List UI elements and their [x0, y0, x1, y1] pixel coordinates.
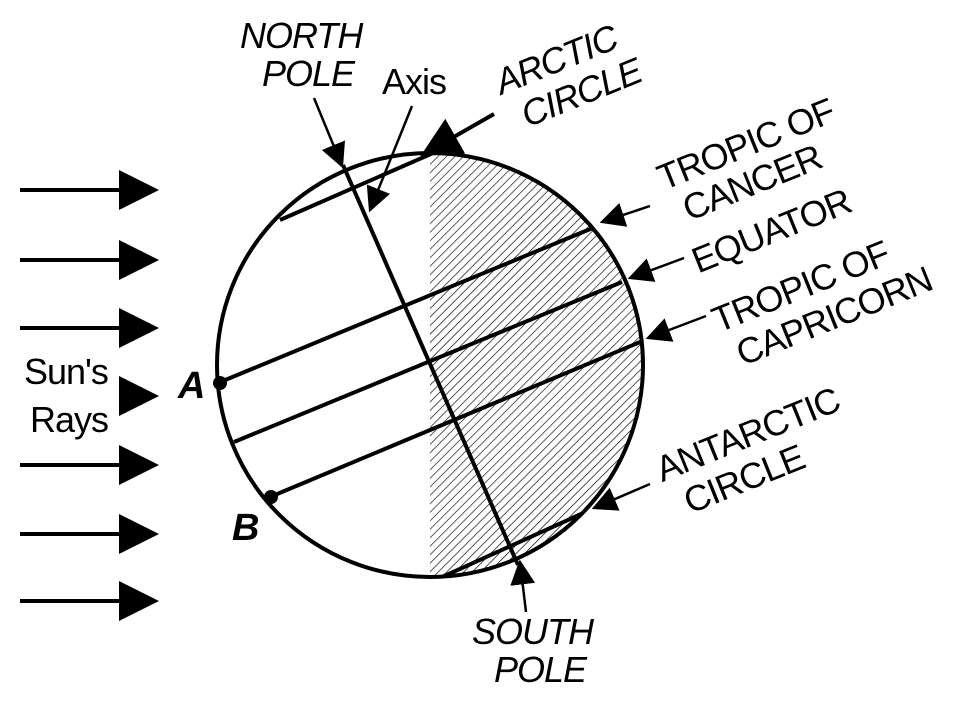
antarctic-circle-line — [439, 508, 591, 577]
tropic-of-cancer-line — [217, 223, 601, 385]
sun-rays — [20, 170, 159, 621]
sun-rays-label-line2: Rays — [30, 399, 108, 440]
south-pole-pointer — [510, 559, 536, 613]
axis-pointer — [366, 105, 414, 213]
tropic-of-capricorn-pointer — [645, 314, 707, 342]
point-b-label: B — [232, 507, 259, 549]
point-a-label: A — [177, 365, 204, 407]
south-pole-label-line2: POLE — [494, 649, 588, 690]
axis-label: Axis — [382, 61, 446, 102]
point-a-dot — [213, 376, 227, 390]
sun-rays-label-line1: Sun's — [24, 351, 108, 392]
north-pole-pointer — [312, 97, 345, 169]
tropic-of-cancer-pointer — [599, 203, 651, 227]
north-pole-label-line1: NORTH — [240, 15, 364, 56]
north-pole-label-line2: POLE — [262, 53, 356, 94]
tropic-of-capricorn-line — [269, 338, 643, 499]
antarctic-circle-pointer — [591, 482, 651, 511]
earth-axis-line — [341, 164, 520, 566]
south-pole-label-line1: SOUTH — [472, 611, 595, 652]
point-b-dot — [264, 490, 278, 504]
arctic-circle-line — [279, 153, 441, 222]
arctic-circle-pointer — [420, 112, 495, 156]
equator-pointer — [627, 256, 685, 282]
